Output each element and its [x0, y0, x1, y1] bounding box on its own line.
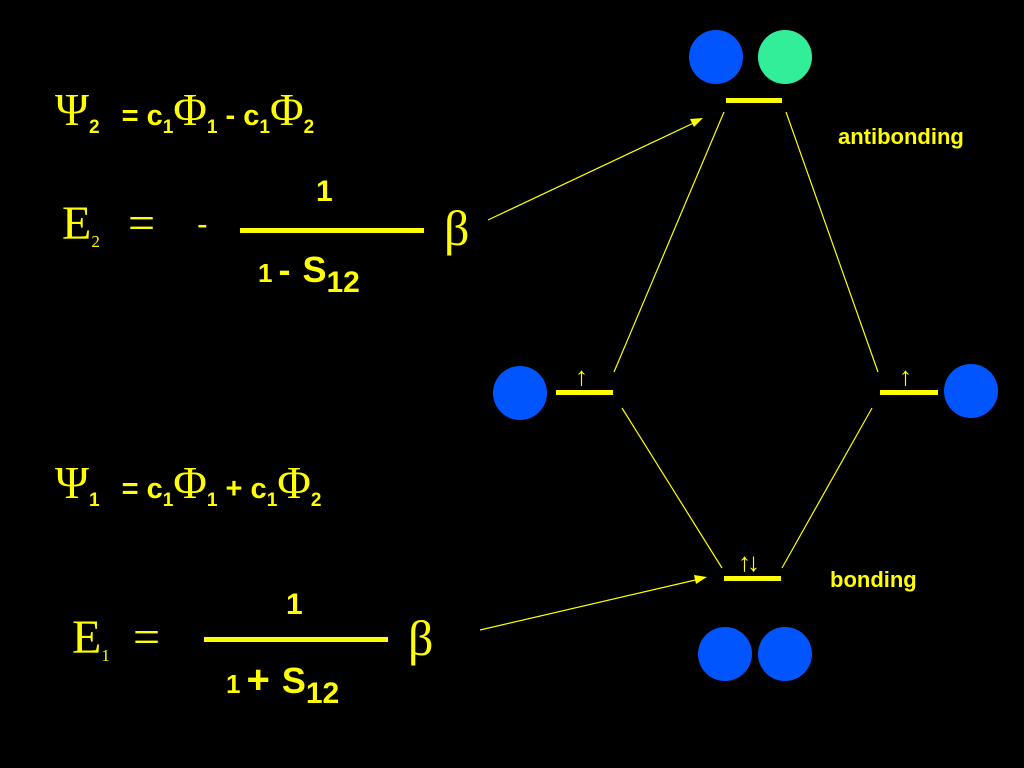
psi1-phi2: Φ	[277, 457, 311, 508]
left-ao-level	[556, 390, 613, 395]
orbital-bottom-blue-1	[698, 627, 752, 681]
arrow-e2-to-antibonding	[487, 119, 701, 221]
psi2-phi2: Φ	[269, 84, 304, 135]
e2-equals: =	[128, 197, 156, 250]
psi2-eq-c: = c	[121, 100, 163, 132]
antibonding-level	[726, 98, 782, 103]
psi1-c2-sub: 1	[266, 490, 278, 511]
orbital-top-blue	[689, 30, 743, 84]
electrons-bonding: ↑↓	[738, 547, 760, 577]
psi1-op: + c	[217, 473, 267, 505]
correlation-line-right-up	[785, 111, 879, 373]
psi2-c1-sub: 1	[162, 117, 174, 138]
e2-beta: β	[444, 200, 470, 256]
e2-symbol: E2	[62, 197, 100, 251]
orbital-top-green	[758, 30, 812, 84]
e2-numerator: 1	[316, 175, 333, 208]
e2-denominator: 1-S12	[258, 249, 360, 299]
psi2-op: - c	[217, 100, 260, 132]
psi1-symbol: Ψ	[55, 457, 89, 508]
e1-equals: =	[133, 611, 161, 664]
right-ao-level	[880, 390, 938, 395]
psi1-sub: 1	[88, 490, 100, 511]
label-bonding: bonding	[830, 567, 917, 592]
orbital-bottom-blue-2	[758, 627, 812, 681]
arrowhead-e1	[694, 575, 707, 584]
label-antibonding: antibonding	[838, 124, 964, 149]
psi2-phi2-sub: 2	[303, 117, 315, 138]
psi1-equation: Ψ1 = c1Φ1 + c1Φ2	[55, 455, 321, 521]
psi1-eq-c: = c	[121, 473, 163, 505]
e1-fraction-bar	[204, 637, 388, 642]
psi2-phi1: Φ	[173, 84, 207, 135]
psi2-equation: Ψ2 = c1Φ1 - c1Φ2	[55, 82, 314, 148]
orbital-right-blue	[944, 364, 998, 418]
e1-denominator: 1+S12	[226, 658, 340, 710]
correlation-line-right-down	[781, 407, 873, 569]
psi2-sub: 2	[88, 117, 100, 138]
bonding-level	[724, 576, 781, 581]
arrow-e1-to-bonding	[479, 577, 705, 631]
psi1-phi2-sub: 2	[310, 490, 322, 511]
correlation-line-left-down	[621, 407, 723, 569]
psi2-phi1-sub: 1	[206, 117, 218, 138]
e2-fraction-bar	[240, 228, 424, 233]
orbital-left-blue	[493, 366, 547, 420]
electron-right-ao: ↑	[899, 361, 912, 391]
psi2-c2-sub: 1	[259, 117, 270, 138]
e2-minus: -	[197, 206, 208, 242]
e1-beta: β	[408, 610, 434, 666]
psi1-phi1: Φ	[173, 457, 207, 508]
psi1-phi1-sub: 1	[206, 490, 218, 511]
psi1-c1-sub: 1	[162, 490, 174, 511]
electron-left-ao: ↑	[575, 361, 588, 391]
psi2-symbol: Ψ	[55, 84, 89, 135]
correlation-line-left-up	[613, 111, 725, 373]
e1-symbol: E1	[72, 611, 110, 665]
arrowhead-e2	[690, 118, 703, 127]
e1-numerator: 1	[286, 588, 303, 621]
